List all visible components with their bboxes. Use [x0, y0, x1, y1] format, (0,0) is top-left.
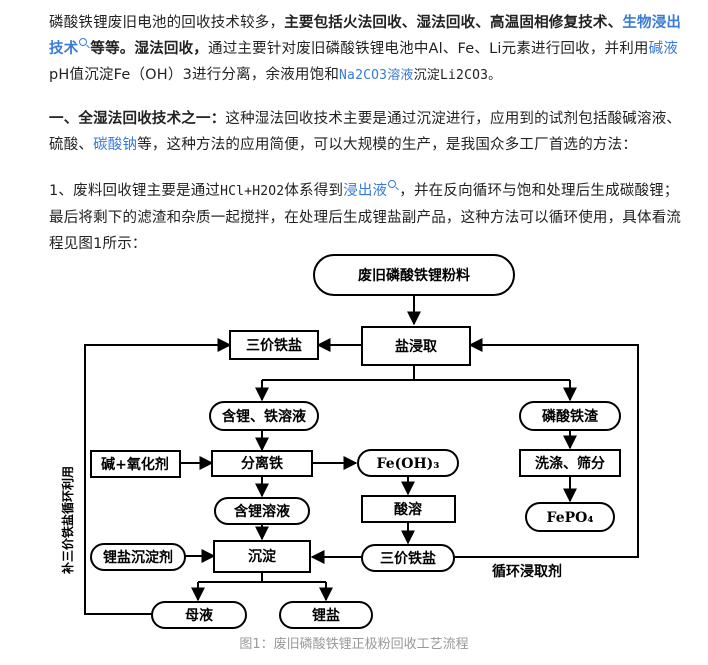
text-segment: pH值沉淀Fe（OH）3进行分离，余液用饱和 [49, 67, 340, 83]
section-heading: 一、全湿法回收技术之一： [49, 111, 226, 127]
node-alkali-oxidant: 碱+氧化剂 [90, 450, 181, 478]
na2co3-link[interactable]: Na2CO3溶液 [339, 68, 414, 83]
svg-text:废旧磷酸铁锂粉料: 废旧磷酸铁锂粉料 [358, 267, 470, 284]
text-segment: HCl+H2O2 [220, 184, 285, 199]
text-segment-strong: 等等。湿法回收， [90, 41, 209, 57]
text-segment: 这种湿法回收技术主要是通过沉淀进行，应用到的试剂包括酸碱溶液、硫酸、 [49, 111, 682, 153]
node-raw-material: 废旧磷酸铁锂粉料 [313, 254, 515, 296]
node-li-precipitant: 锂盐沉淀剂 [90, 543, 186, 571]
node-fepo4: FePO₄ [525, 502, 615, 532]
node-li-fe-solution: 含锂、铁溶液 [209, 401, 319, 431]
text-segment: 沉淀Li2CO3。 [413, 68, 502, 83]
side-recycle-label: 补三价铁盐循环利用 [60, 466, 75, 575]
svg-text:三价铁盐: 三价铁盐 [246, 337, 302, 354]
node-fe-oh3: Fe(OH)₃ [357, 449, 459, 477]
text-segment: ，并在反向循环与饱和处理后生成碳酸锂；最后将剩下的滤渣和杂质一起搅拌，在处理后生… [49, 183, 682, 252]
svg-text:锂盐: 锂盐 [312, 607, 340, 624]
node-lithium-salt: 锂盐 [279, 601, 373, 629]
sodium-carbonate-link[interactable]: 碳酸钠 [93, 137, 138, 153]
svg-text:三价铁盐: 三价铁盐 [380, 550, 436, 567]
svg-text:沉淀: 沉淀 [248, 548, 277, 565]
node-li-solution: 含锂溶液 [214, 497, 310, 525]
alkali-link[interactable]: 碱液 [648, 41, 679, 57]
node-ferric-salt-top: 三价铁盐 [229, 330, 319, 360]
svg-text:FePO₄: FePO₄ [547, 510, 594, 526]
text-segment: 体系得到 [284, 183, 344, 199]
bio-leaching-link[interactable]: 生物浸出技术 [49, 15, 682, 57]
svg-text:洗涤、筛分: 洗涤、筛分 [535, 455, 605, 472]
step-one-paragraph: 1、废料回收锂主要是通过HCl+H2O2体系得到浸出液，并在反向循环与饱和处理后… [49, 178, 689, 257]
node-salt-leach: 盐浸取 [361, 326, 471, 366]
intro-paragraph: 磷酸铁锂废旧电池的回收技术较多，主要包括火法回收、湿法回收、高温固相修复技术、生… [49, 10, 689, 89]
section-one-paragraph: 一、全湿法回收技术之一：这种湿法回收技术主要是通过沉淀进行，应用到的试剂包括酸碱… [49, 106, 689, 158]
leachate-link[interactable]: 浸出液 [343, 183, 388, 199]
svg-text:磷酸铁渣: 磷酸铁渣 [542, 408, 599, 425]
text-segment: 等，这种方法的应用简便，可以大规模的生产，是我国众多工厂首选的方法： [137, 137, 638, 153]
figure-caption: 图1：废旧磷酸铁锂正极粉回收工艺流程 [239, 637, 469, 652]
flow-connectors [84, 295, 639, 615]
svg-text:母液: 母液 [185, 607, 214, 624]
text-segment: 1、废料回收锂主要是通过 [49, 183, 221, 199]
text-segment-strong: 主要包括火法回收、湿法回收、高温固相修复技术、 [284, 15, 623, 31]
svg-text:酸溶: 酸溶 [394, 501, 422, 518]
svg-text:盐浸取: 盐浸取 [395, 338, 438, 355]
search-icon[interactable] [79, 38, 88, 46]
svg-text:Fe(OH)₃: Fe(OH)₃ [377, 456, 440, 472]
text-segment: 磷酸铁锂废旧电池的回收技术较多， [49, 15, 285, 31]
node-ferric-salt-bottom: 三价铁盐 [361, 544, 455, 572]
svg-text:分离铁: 分离铁 [241, 455, 283, 472]
node-precipitate: 沉淀 [213, 540, 311, 573]
search-icon[interactable] [388, 180, 397, 188]
node-acid-dissolve: 酸溶 [361, 495, 456, 523]
node-mother-liquor: 母液 [151, 601, 247, 629]
svg-text:含锂、铁溶液: 含锂、铁溶液 [222, 408, 307, 425]
cycle-leach-agent-label: 循环浸取剂 [492, 563, 562, 580]
node-iron-phosphate-slag: 磷酸铁渣 [519, 401, 621, 431]
node-separate-iron: 分离铁 [211, 450, 313, 477]
svg-text:含锂溶液: 含锂溶液 [234, 503, 291, 520]
node-wash-sieve: 洗涤、筛分 [519, 449, 621, 477]
svg-text:碱+氧化剂: 碱+氧化剂 [101, 456, 169, 473]
svg-text:锂盐沉淀剂: 锂盐沉淀剂 [103, 549, 173, 566]
text-segment: 通过主要针对废旧磷酸铁锂电池中Al、Fe、Li元素进行回收，并利用 [208, 41, 649, 57]
